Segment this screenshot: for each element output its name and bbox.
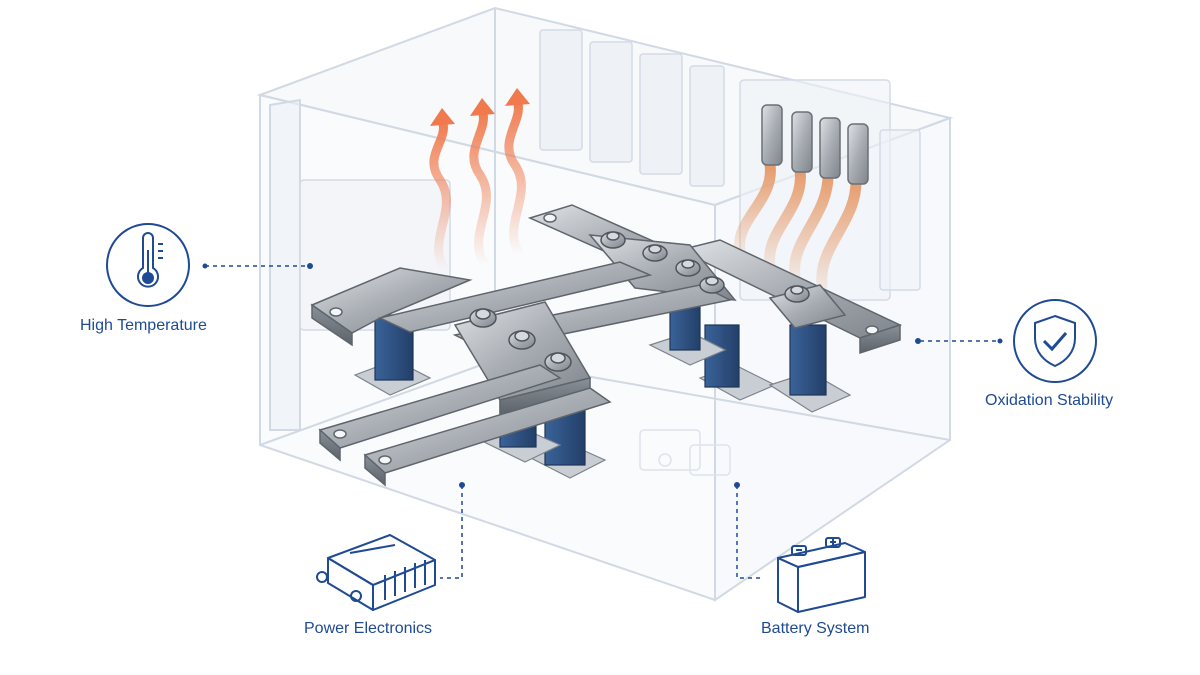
battery-system-label: Battery System [761,620,870,637]
high-temperature-label: High Temperature [80,317,207,334]
power-module-icon [316,534,436,611]
heat-arrow-heads [430,88,530,126]
busbar-holes [329,213,879,465]
floor-circuit-traces [639,429,731,476]
shield-check-icon [1013,299,1097,383]
leader-lines [205,265,1000,579]
power-electronics-label: Power Electronics [304,620,433,637]
copper-cables [734,159,862,291]
oxidation-stability-label: Oxidation Stability [985,392,1114,409]
leader-dots [202,263,1003,488]
battery-icon [777,537,866,613]
thermometer-icon [106,223,190,307]
bolts [469,231,810,372]
cable-lugs [761,104,869,185]
heat-arrows [429,95,526,275]
